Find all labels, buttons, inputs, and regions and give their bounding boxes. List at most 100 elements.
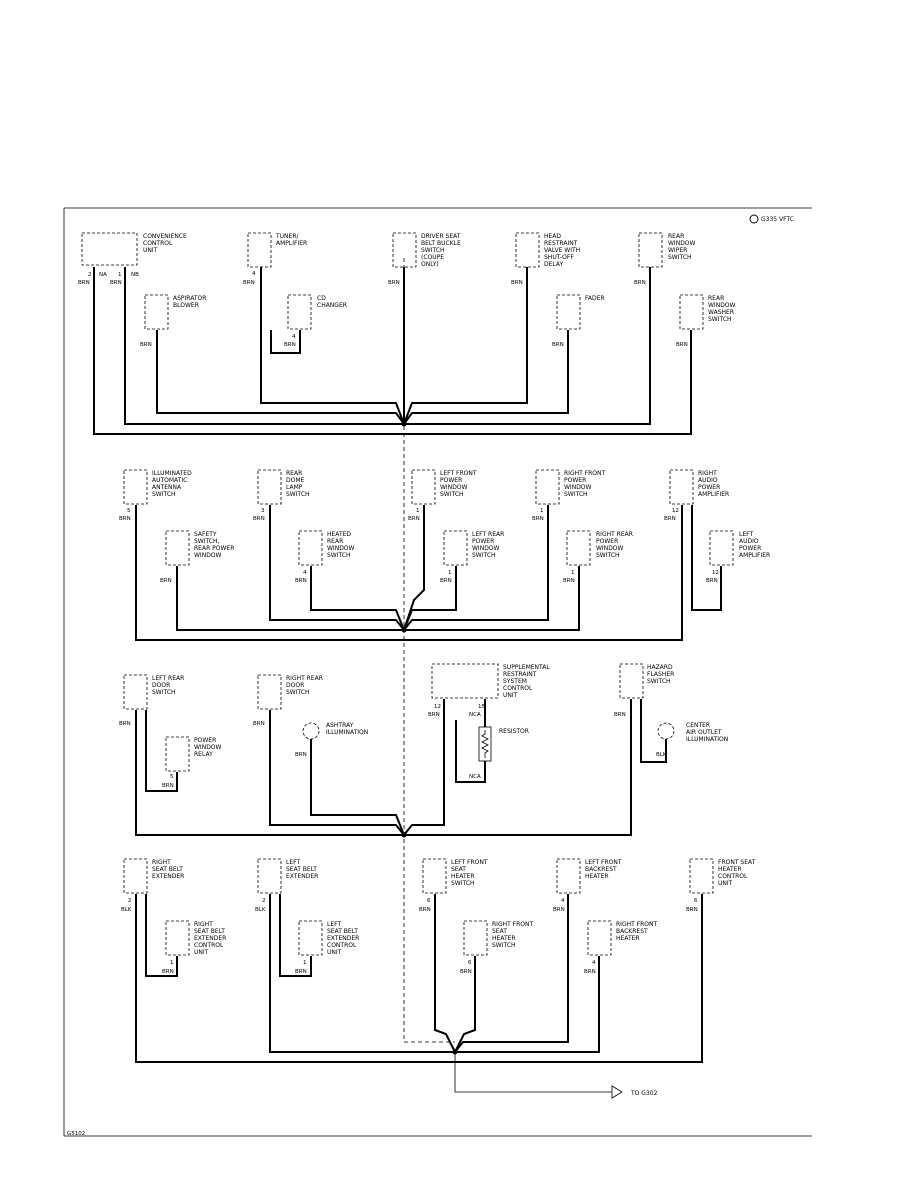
component-box-rwws <box>638 232 663 268</box>
pin-rrpw: 1 <box>571 570 575 576</box>
wire-lrds: BRN <box>119 721 131 727</box>
label-fader: FADER <box>585 295 605 302</box>
label-rfbh: RIGHT FRONT BACKREST HEATER <box>616 921 659 942</box>
pin-tuner: 4 <box>252 271 256 277</box>
component-box-lrds <box>123 674 148 710</box>
component-box-rrpw <box>566 530 591 566</box>
wire-rwws: BRN <box>634 280 646 286</box>
pin-hrws: 4 <box>303 570 307 576</box>
component-box-lfsh <box>422 858 447 894</box>
component-box-pwr <box>165 736 190 772</box>
pin-srs-1: 12 <box>434 704 441 710</box>
label-fshcu: FRONT SEAT HEATER CONTROL UNIT <box>718 859 757 887</box>
label-lsbecu: LEFT SEAT BELT EXTENDER CONTROL UNIT <box>327 921 361 956</box>
pin-rfpw: 1 <box>540 508 544 514</box>
pin-fshcu: 6 <box>694 898 698 904</box>
label-tuner: TUNER/ AMPLIFIER <box>275 233 307 247</box>
pin-rdls: 3 <box>261 508 265 514</box>
pin-lfpw: 1 <box>416 508 420 514</box>
label-lfbh: LEFT FRONT BACKREST HEATER <box>585 859 623 880</box>
component-box-cdc <box>287 294 312 330</box>
component-box-lrpw <box>443 530 468 566</box>
wire-resistor: NCA <box>469 774 481 780</box>
component-box-rapa <box>669 469 694 505</box>
label-lrpw: LEFT REAR POWER WINDOW SWITCH <box>472 531 506 559</box>
label-rrds: RIGHT REAR DOOR SWITCH <box>286 675 325 696</box>
wire-lfbh: BRN <box>553 907 565 913</box>
label-lapa: LEFT AUDIO POWER AMPLIFIER <box>739 531 770 559</box>
component-box-rwwash <box>679 294 704 330</box>
center-air-outlet-lamp-icon <box>657 722 675 740</box>
arrow-icon <box>611 1085 623 1099</box>
component-box-fader <box>556 294 581 330</box>
pin-cdc: 4 <box>292 334 296 340</box>
component-box-dsbbs <box>392 232 417 268</box>
label-iaas: ILLUMINATED AUTOMATIC ANTENNA SWITCH <box>152 470 194 498</box>
wire-dsbbs: BRN <box>388 280 400 286</box>
resistor-icon <box>481 730 489 758</box>
ashtray-lamp-icon <box>302 722 320 740</box>
label-asp: ASPIRATOR BLOWER <box>173 295 208 309</box>
component-box-tuner <box>247 232 272 268</box>
label-safety: SAFETY SWITCH, REAR POWER WINDOW <box>194 531 236 559</box>
component-box-rsbecu <box>165 920 190 956</box>
component-box-hrws <box>298 530 323 566</box>
splice-point-2 <box>401 627 407 633</box>
footer-code: G5102 <box>67 1131 85 1137</box>
label-rwws: REAR WINDOW WIPER SWITCH <box>668 233 697 261</box>
label-lfsh: LEFT FRONT SEAT HEATER SWITCH <box>451 859 489 887</box>
label-dsbbs: DRIVER SEAT BELT BUCKLE SWITCH (COUPE ON… <box>421 233 463 268</box>
wire-srs-2: NCA <box>469 712 481 718</box>
component-box-lsbecu <box>298 920 323 956</box>
wire-hrv: BRN <box>511 280 523 286</box>
label-lrds: LEFT REAR DOOR SWITCH <box>152 675 186 696</box>
pin-rfsh: 6 <box>468 960 472 966</box>
wire-lfpw: BRN <box>408 516 420 522</box>
pin-srs-2: 15 <box>478 704 485 710</box>
component-box-safety <box>165 530 190 566</box>
component-box-lfbh <box>556 858 581 894</box>
component-box-hrv <box>515 232 540 268</box>
pin-rsbecu: 1 <box>170 960 174 966</box>
wire-cdc: BRN <box>284 342 296 348</box>
label-srs: SUPPLEMENTAL RESTRAINT SYSTEM CONTROL UN… <box>503 664 552 699</box>
component-box-hfs <box>619 663 644 699</box>
wire-lsbecu: BRN <box>295 969 307 975</box>
row-2: ILLUMINATED AUTOMATIC ANTENNA SWITCH 5 B… <box>119 469 770 641</box>
label-hrv: HEAD RESTRAINT VALVE WITH SHUT-OFF DELAY <box>544 233 582 268</box>
label-ashtray: ASHTRAY ILLUMINATION <box>326 722 368 736</box>
label-rdls: REAR DOME LAMP SWITCH <box>286 470 310 498</box>
label-rsbecu: RIGHT SEAT BELT EXTENDER CONTROL UNIT <box>194 921 228 956</box>
component-box-asp <box>144 294 169 330</box>
wire-rsbe: BLK <box>121 907 132 913</box>
pin-lapa: 12 <box>712 570 719 576</box>
component-box-lfpw <box>411 469 436 505</box>
wire-cao: BLK <box>656 752 667 758</box>
wire-iaas: BRN <box>119 516 131 522</box>
wire-ccu-1: BRN <box>78 280 90 286</box>
wire-srs-1: BRN <box>428 712 440 718</box>
wire-fshcu: BRN <box>686 907 698 913</box>
wire-lapa: BRN <box>706 578 718 584</box>
diagram-frame <box>63 207 812 1137</box>
wire-lsbe: BLK <box>255 907 266 913</box>
row-3-wires <box>135 699 667 836</box>
wire-hfs: BRN <box>614 712 626 718</box>
wire-rrpw: BRN <box>563 578 575 584</box>
label-rfpw: RIGHT FRONT POWER WINDOW SWITCH <box>564 470 607 498</box>
wire-asp: BRN <box>140 342 152 348</box>
wire-rfbh: BRN <box>584 969 596 975</box>
component-box-srs <box>431 663 499 699</box>
label-rwwash: REAR WINDOW WASHER SWITCH <box>708 295 737 323</box>
component-box-lapa <box>709 530 734 566</box>
label-rfsh: RIGHT FRONT SEAT HEATER SWITCH <box>492 921 535 949</box>
label-rrpw: RIGHT REAR POWER WINDOW SWITCH <box>596 531 635 559</box>
ground-id: G335 VFTC <box>761 216 794 223</box>
wire-rdls: BRN <box>253 516 265 522</box>
pin-rfbh: 4 <box>592 960 596 966</box>
wire-pwr: BRN <box>162 783 174 789</box>
row-3: LEFT REAR DOOR SWITCH BRN RIGHT REAR DOO… <box>119 663 728 838</box>
component-box-rsbe <box>123 858 148 894</box>
wire-rfpw: BRN <box>532 516 544 522</box>
